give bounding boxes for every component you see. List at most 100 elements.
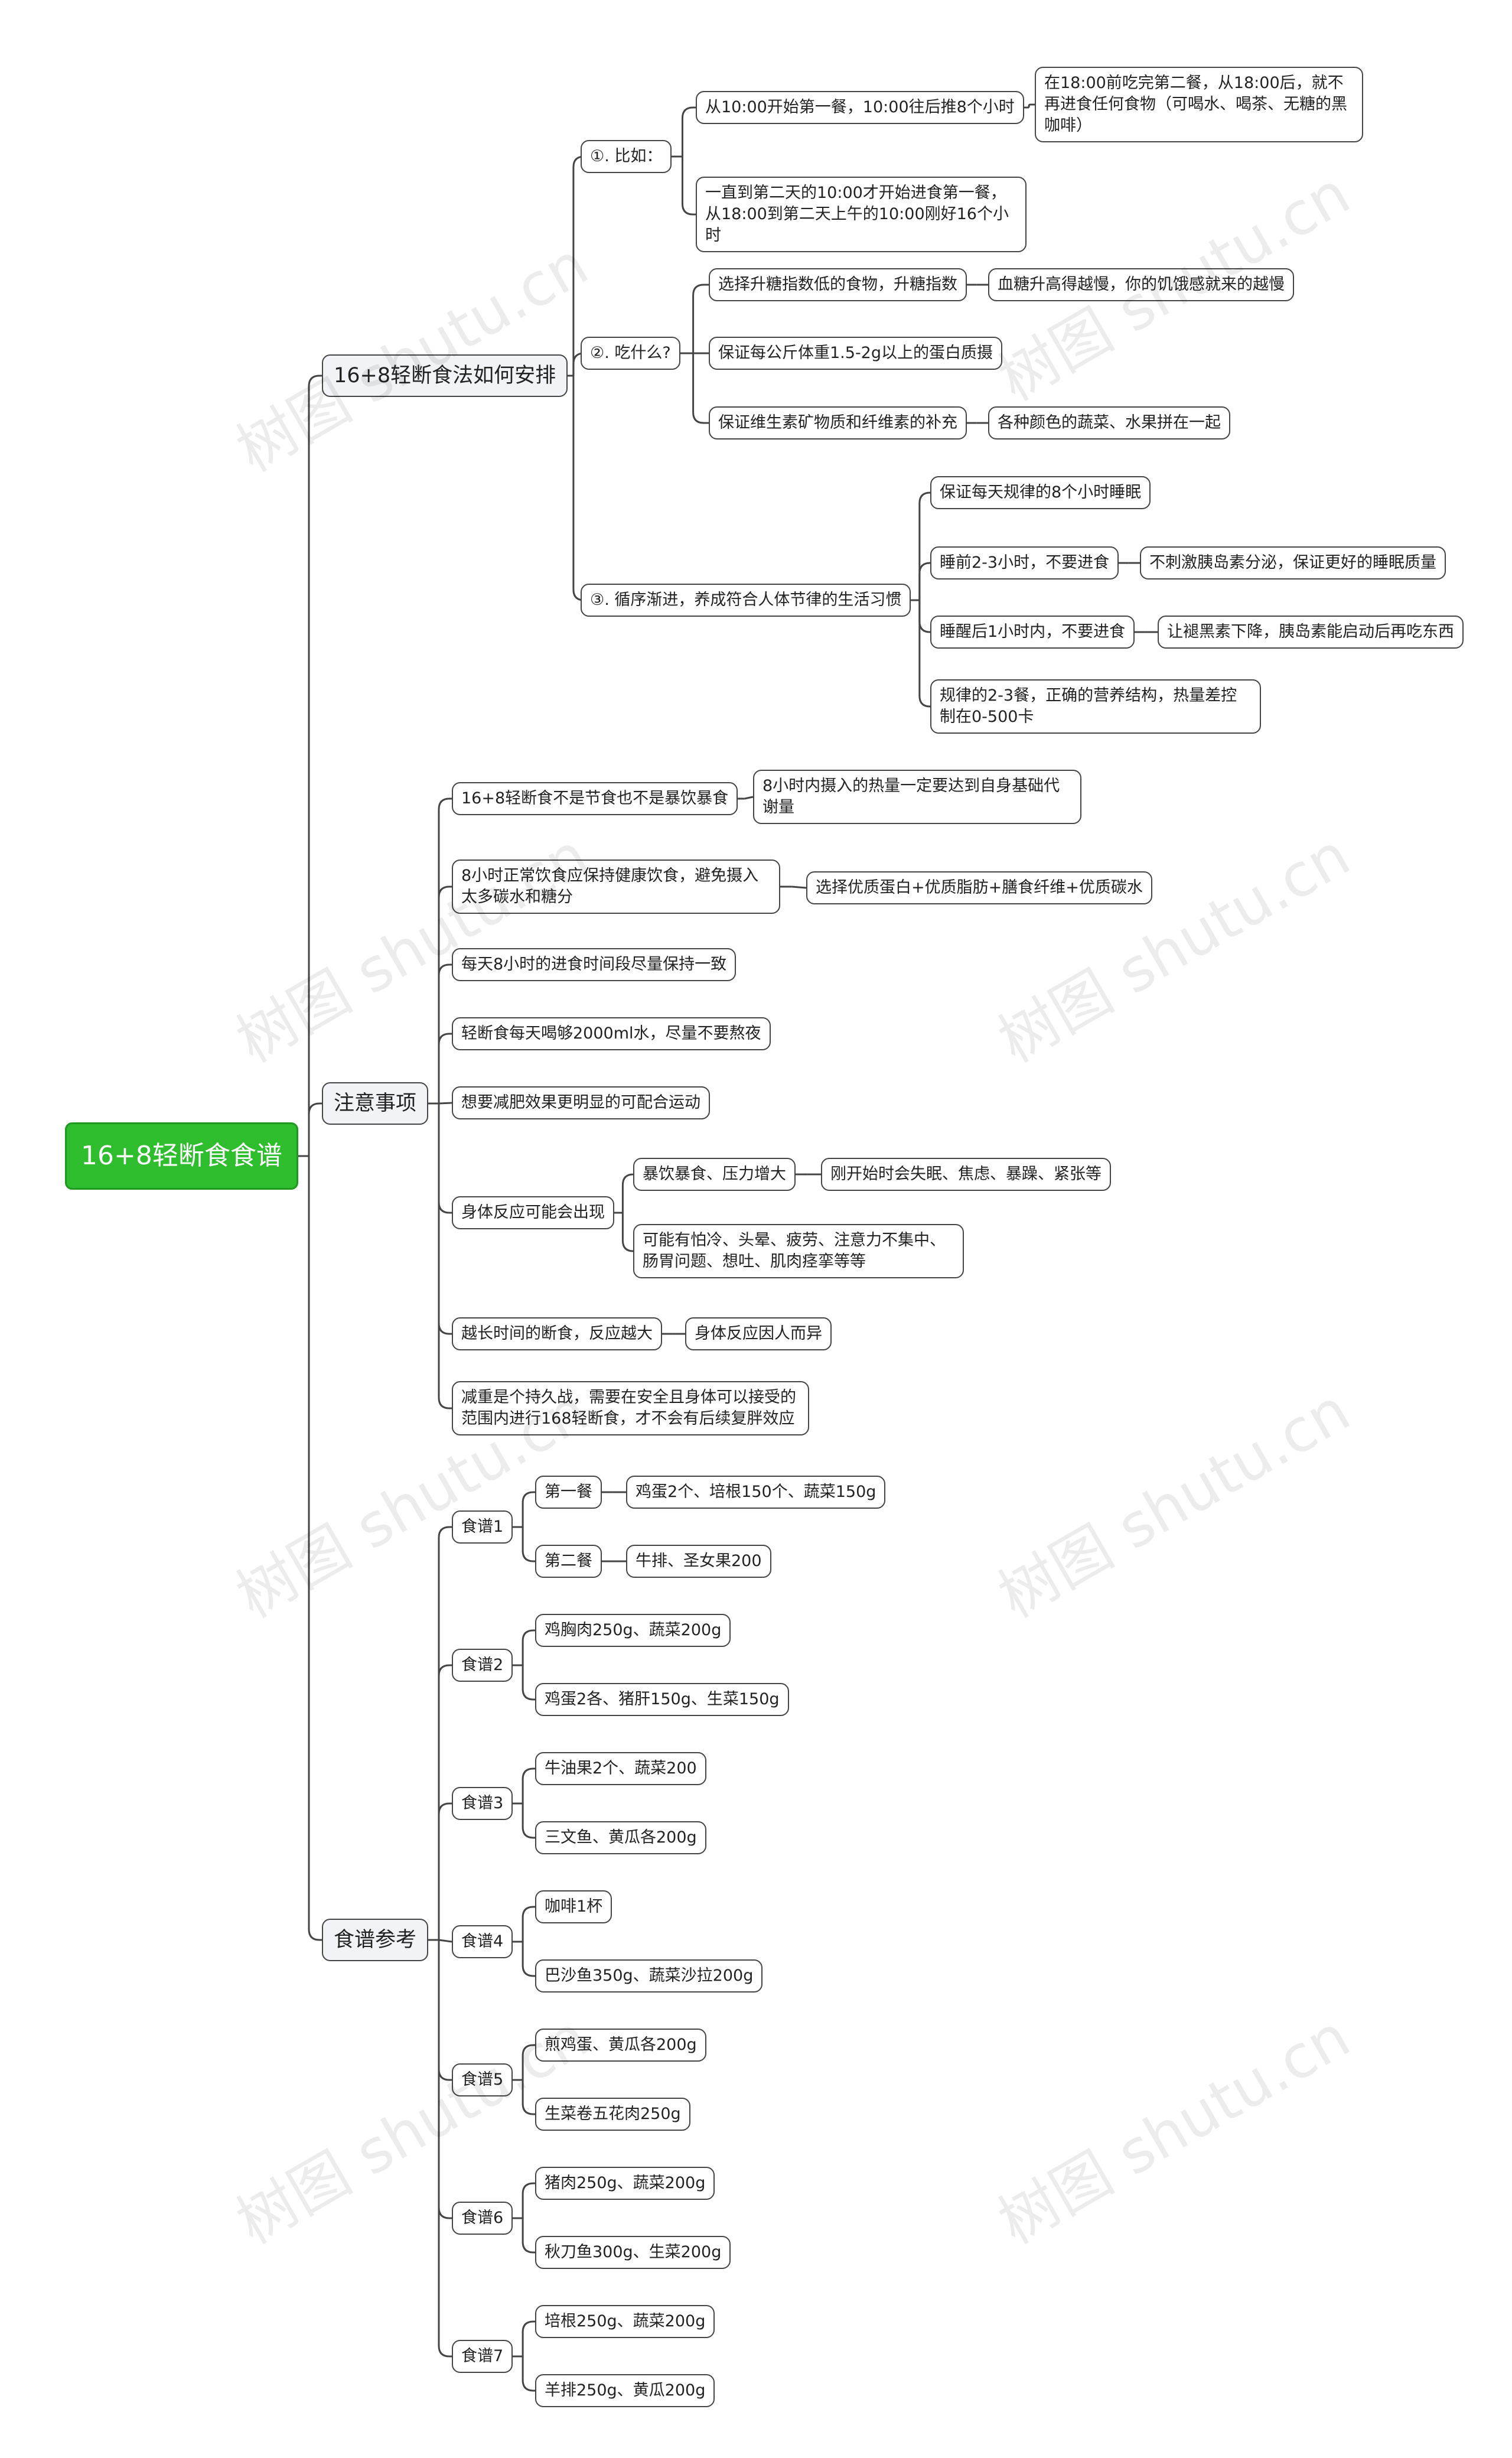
connector-line — [692, 353, 709, 424]
connector-line — [308, 375, 322, 1156]
recipe-1[interactable]: 食谱1 — [452, 1510, 513, 1544]
topic-first-meal-time[interactable]: 从10:00开始第一餐，10:00往后推8个小时 — [696, 91, 1024, 124]
topic-insulin-sleep[interactable]: 不刺激胰岛素分泌，保证更好的睡眠质量 — [1140, 546, 1446, 579]
topic-water[interactable]: 轻断食每天喝够2000ml水，尽量不要熬夜 — [452, 1017, 771, 1050]
connector-line — [438, 1664, 452, 1940]
recipe-5[interactable]: 食谱5 — [452, 2063, 513, 2096]
connector-line — [918, 491, 930, 600]
recipe-4-item-2[interactable]: 巴沙鱼350g、蔬菜沙拉200g — [535, 1959, 763, 1993]
connector-line — [438, 1103, 452, 1214]
connector-line — [522, 1942, 535, 1977]
topic-low-gi[interactable]: 选择升糖指数低的食物，升糖指数 — [709, 268, 967, 301]
connector-line — [438, 1939, 452, 1943]
recipe-4-item-1[interactable]: 咖啡1杯 — [535, 1890, 612, 1923]
connector-line — [438, 1103, 452, 1409]
recipe-3-item-1[interactable]: 牛油果2个、蔬菜200 — [535, 1752, 706, 1785]
connector-line — [522, 1665, 535, 1701]
topic-calorie-target[interactable]: 8小时内摄入的热量一定要达到自身基础代谢量 — [753, 770, 1081, 824]
topic-binge-stress[interactable]: 暴饮暴食、压力增大 — [633, 1158, 796, 1191]
recipe-4[interactable]: 食谱4 — [452, 1925, 513, 1958]
connector-line — [572, 376, 584, 601]
recipe-1-meal-1-items[interactable]: 鸡蛋2个、培根150个、蔬菜150g — [626, 1476, 886, 1509]
topic-melatonin[interactable]: 让褪黑素下降，胰岛素能启动后再吃东西 — [1158, 616, 1464, 649]
topic-long-term[interactable]: 减重是个持久战，需要在安全且身体可以接受的范围内进行168轻断食，才不会有后续复… — [452, 1381, 809, 1435]
topic-vitamins[interactable]: 保证维生素矿物质和纤维素的补充 — [709, 406, 967, 439]
connector-line — [308, 1102, 322, 1156]
recipe-6-item-1[interactable]: 猪肉250g、蔬菜200g — [535, 2167, 715, 2200]
recipe-3[interactable]: 食谱3 — [452, 1787, 513, 1820]
recipe-2-item-2[interactable]: 鸡蛋2各、猪肝150g、生菜150g — [535, 1683, 789, 1716]
connector-line — [438, 963, 452, 1103]
connector-line — [522, 1906, 535, 1942]
connector-line — [744, 796, 754, 800]
branch-notes[interactable]: 注意事项 — [322, 1082, 429, 1125]
connector-line — [522, 1629, 535, 1665]
branch-recipes[interactable]: 食谱参考 — [322, 1919, 429, 1961]
connector-line — [681, 106, 696, 157]
topic-exercise[interactable]: 想要减肥效果更明显的可配合运动 — [452, 1086, 710, 1119]
recipe-5-item-2[interactable]: 生菜卷五花肉250g — [535, 2098, 690, 2131]
connector-line — [438, 1103, 452, 1335]
topic-longer-fast[interactable]: 越长时间的断食，反应越大 — [452, 1317, 662, 1350]
recipe-2[interactable]: 食谱2 — [452, 1649, 513, 1682]
recipe-1-meal-1[interactable]: 第一餐 — [535, 1476, 602, 1509]
connector-line — [522, 1767, 535, 1803]
topic-no-eat-after-wake[interactable]: 睡醒后1小时内，不要进食 — [930, 616, 1135, 649]
recipe-3-item-2[interactable]: 三文鱼、黄瓜各200g — [535, 1821, 706, 1854]
recipe-2-item-1[interactable]: 鸡胸肉250g、蔬菜200g — [535, 1614, 731, 1647]
topic-colorful-veg[interactable]: 各种颜色的蔬菜、水果拼在一起 — [988, 406, 1230, 439]
connector-line — [522, 1491, 535, 1527]
topic-example[interactable]: ①. 比如： — [581, 140, 672, 173]
connector-line — [791, 885, 807, 889]
recipe-7-item-2[interactable]: 羊排250g、黄瓜200g — [535, 2374, 715, 2407]
topic-symptoms[interactable]: 可能有怕冷、头晕、疲劳、注意力不集中、肠胃问题、想吐、肌肉痉挛等等 — [633, 1224, 964, 1278]
recipe-7-item-1[interactable]: 培根250g、蔬菜200g — [535, 2305, 715, 2338]
connector-line — [522, 2218, 535, 2254]
recipe-7[interactable]: 食谱7 — [452, 2340, 513, 2373]
topic-no-eat-before-sleep[interactable]: 睡前2-3小时，不要进食 — [930, 546, 1119, 579]
connector-line — [438, 885, 452, 1103]
connector-line — [681, 157, 696, 216]
connector-line — [522, 2320, 535, 2356]
connector-line — [522, 2356, 535, 2392]
topic-sleep-8h[interactable]: 保证每天规律的8个小时睡眠 — [930, 476, 1151, 509]
connector-line — [308, 1156, 322, 1941]
recipe-6-item-2[interactable]: 秋刀鱼300g、生菜200g — [535, 2236, 731, 2269]
connector-line — [522, 2182, 535, 2218]
connector-line — [522, 1803, 535, 1839]
connector-line — [438, 797, 452, 1103]
root-topic[interactable]: 16+8轻断食食谱 — [65, 1122, 298, 1190]
connector-line — [918, 600, 930, 633]
topic-quality-nutrients[interactable]: 选择优质蛋白+优质脂肪+膳食纤维+优质碳水 — [806, 871, 1152, 904]
topic-protein[interactable]: 保证每公斤体重1.5-2g以上的蛋白质摄 — [709, 337, 1002, 370]
topic-gradual-habits[interactable]: ③. 循序渐进，养成符合人体节律的生活习惯 — [581, 584, 911, 617]
recipe-1-meal-2-items[interactable]: 牛排、圣女果200 — [626, 1545, 771, 1578]
connector-line — [621, 1213, 634, 1252]
topic-healthy-diet[interactable]: 8小时正常饮食应保持健康饮食，避免摄入太多碳水和糖分 — [452, 860, 780, 914]
recipe-6[interactable]: 食谱6 — [452, 2202, 513, 2235]
connector-line — [438, 1940, 452, 2358]
recipe-5-item-1[interactable]: 煎鸡蛋、黄瓜各200g — [535, 2029, 706, 2062]
topic-blood-sugar[interactable]: 血糖升高得越慢，你的饥饿感就来的越慢 — [988, 268, 1294, 301]
connector-line — [621, 1173, 634, 1213]
connector-line — [522, 2044, 535, 2080]
connector-line — [918, 562, 930, 600]
connector-line — [692, 284, 709, 353]
connector-line — [1028, 103, 1035, 108]
branch-schedule[interactable]: 16+8轻断食法如何安排 — [322, 354, 568, 397]
topic-regular-meals[interactable]: 规律的2-3餐，正确的营养结构，热量差控制在0-500卡 — [930, 679, 1261, 734]
connector-line — [438, 1526, 452, 1940]
topic-not-dieting[interactable]: 16+8轻断食不是节食也不是暴饮暴食 — [452, 782, 738, 815]
topic-consistent-window[interactable]: 每天8小时的进食时间段尽量保持一致 — [452, 948, 737, 981]
topic-second-meal-cutoff[interactable]: 在18:00前吃完第二餐，从18:00后，就不再进食任何食物（可喝水、喝茶、无糖… — [1035, 67, 1363, 142]
topic-next-day[interactable]: 一直到第二天的10:00才开始进食第一餐，从18:00到第二天上午的10:00刚… — [696, 177, 1027, 252]
connector-line — [522, 1527, 535, 1562]
recipe-1-meal-2[interactable]: 第二餐 — [535, 1545, 602, 1578]
topic-insomnia[interactable]: 刚开始时会失眠、焦虑、暴躁、紧张等 — [821, 1158, 1111, 1191]
topic-what-to-eat[interactable]: ②. 吃什么? — [581, 337, 680, 370]
topic-body-reaction[interactable]: 身体反应可能会出现 — [452, 1196, 614, 1229]
connector-line — [438, 1033, 452, 1103]
topic-individual[interactable]: 身体反应因人而异 — [685, 1317, 832, 1350]
